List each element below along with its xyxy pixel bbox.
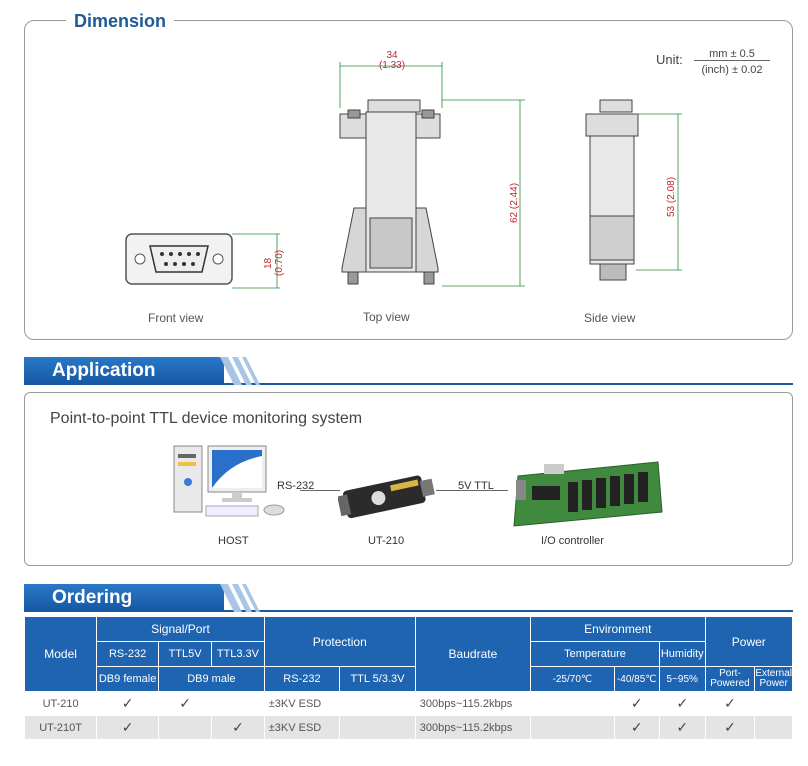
check-cell <box>158 715 213 740</box>
front-view-caption: Front view <box>148 311 204 325</box>
application-banner: Application <box>24 357 793 385</box>
unit-numerator: mm ± 0.5 <box>694 48 770 61</box>
top-view-drawing <box>339 62 525 287</box>
ordering-table: Model Signal/Port Protection Baudrate En… <box>23 616 794 740</box>
col-db9male: DB9 male <box>158 666 265 692</box>
check-icon: ✓ <box>121 719 134 735</box>
col-signal-port: Signal/Port <box>96 616 265 642</box>
row-protection: ±3KV ESD <box>263 715 341 740</box>
row-baudrate: 300bps~115.2kbps <box>414 715 532 740</box>
col-model: Model <box>23 616 98 692</box>
top-width-label: 34(1.33) <box>378 50 406 71</box>
row-model: UT-210T <box>23 715 98 740</box>
col-prot-rs232: RS-232 <box>263 666 341 692</box>
col-temperature: Temperature <box>530 641 660 667</box>
side-height-label: 53 (2.08) <box>666 176 677 218</box>
check-cell <box>211 691 265 716</box>
check-cell: ✓ <box>704 715 756 740</box>
check-icon: ✓ <box>676 695 689 711</box>
rs232-link-label: RS-232 <box>277 480 315 492</box>
col-humidity: Humidity <box>658 641 706 667</box>
application-title: Application <box>24 357 224 385</box>
col-environment: Environment <box>530 616 706 642</box>
host-computer-icon <box>173 445 285 517</box>
check-icon: ✓ <box>724 719 736 735</box>
check-cell <box>754 691 793 716</box>
row-protection: ±3KV ESD <box>263 691 341 716</box>
col-temp2: -40/85℃ <box>613 666 660 692</box>
top-height-label: 62 (2.44) <box>509 182 520 224</box>
ordering-title: Ordering <box>24 584 224 612</box>
top-view-caption: Top view <box>363 310 410 324</box>
check-cell: ✓ <box>613 691 660 716</box>
check-cell <box>530 715 615 740</box>
check-icon: ✓ <box>630 719 643 735</box>
check-cell: ✓ <box>613 715 660 740</box>
io-controller-board-icon <box>513 461 663 527</box>
dimension-title: Dimension <box>66 11 175 32</box>
table-row: UT-210T ✓ ✓ ±3KV ESD 300bps~115.2kbps ✓ … <box>23 715 793 740</box>
check-cell: ✓ <box>96 715 160 740</box>
ttl-link-line <box>436 490 508 491</box>
col-baudrate: Baudrate <box>414 616 532 692</box>
ttl-link-label: 5V TTL <box>458 480 494 492</box>
ordering-banner: Ordering <box>24 584 793 612</box>
col-ttl5v: TTL5V <box>158 641 213 667</box>
col-port-powered: Port-Powered <box>704 666 756 692</box>
col-power: Power <box>704 616 794 667</box>
check-cell: ✓ <box>211 715 265 740</box>
side-view-caption: Side view <box>584 311 636 325</box>
check-cell <box>339 715 416 740</box>
check-cell <box>754 715 793 740</box>
check-cell: ✓ <box>658 715 706 740</box>
col-rs232: RS-232 <box>96 641 160 667</box>
check-icon: ✓ <box>630 695 643 711</box>
front-height-label: 18 (0.70) <box>263 249 285 277</box>
col-prot-ttl: TTL 5/3.3V <box>339 666 416 692</box>
side-view-drawing <box>585 99 682 281</box>
row-model: UT-210 <box>23 691 98 716</box>
check-icon: ✓ <box>179 695 191 711</box>
check-cell <box>530 691 615 716</box>
col-ttl33: TTL3.3V <box>211 641 265 667</box>
unit-denominator: (inch) ± 0.02 <box>701 64 763 76</box>
dimension-panel <box>24 20 793 340</box>
check-cell: ✓ <box>658 691 706 716</box>
unit-label: Unit: <box>656 52 683 67</box>
row-baudrate: 300bps~115.2kbps <box>414 691 532 716</box>
check-cell: ✓ <box>704 691 756 716</box>
check-cell: ✓ <box>96 691 160 716</box>
ut210-label: UT-210 <box>368 535 405 547</box>
table-row: UT-210 ✓ ✓ ±3KV ESD 300bps~115.2kbps ✓ ✓… <box>23 691 793 716</box>
col-db9female: DB9 female <box>96 666 160 692</box>
application-subtitle: Point-to-point TTL device monitoring sys… <box>50 410 363 427</box>
col-external-power: External Power <box>754 666 793 692</box>
check-icon: ✓ <box>676 719 689 735</box>
application-panel <box>24 392 793 566</box>
check-cell: ✓ <box>158 691 213 716</box>
col-hum-range: 5~95% <box>658 666 706 692</box>
rs232-link-line <box>300 490 340 491</box>
io-controller-label: I/O controller <box>541 535 604 547</box>
check-icon: ✓ <box>121 695 134 711</box>
ut210-device-icon <box>338 475 435 519</box>
col-protection: Protection <box>263 616 416 667</box>
col-temp1: -25/70℃ <box>530 666 615 692</box>
check-cell <box>339 691 416 716</box>
host-label: HOST <box>218 535 249 547</box>
check-icon: ✓ <box>724 695 736 711</box>
front-view-drawing <box>125 233 280 289</box>
check-icon: ✓ <box>232 719 244 735</box>
